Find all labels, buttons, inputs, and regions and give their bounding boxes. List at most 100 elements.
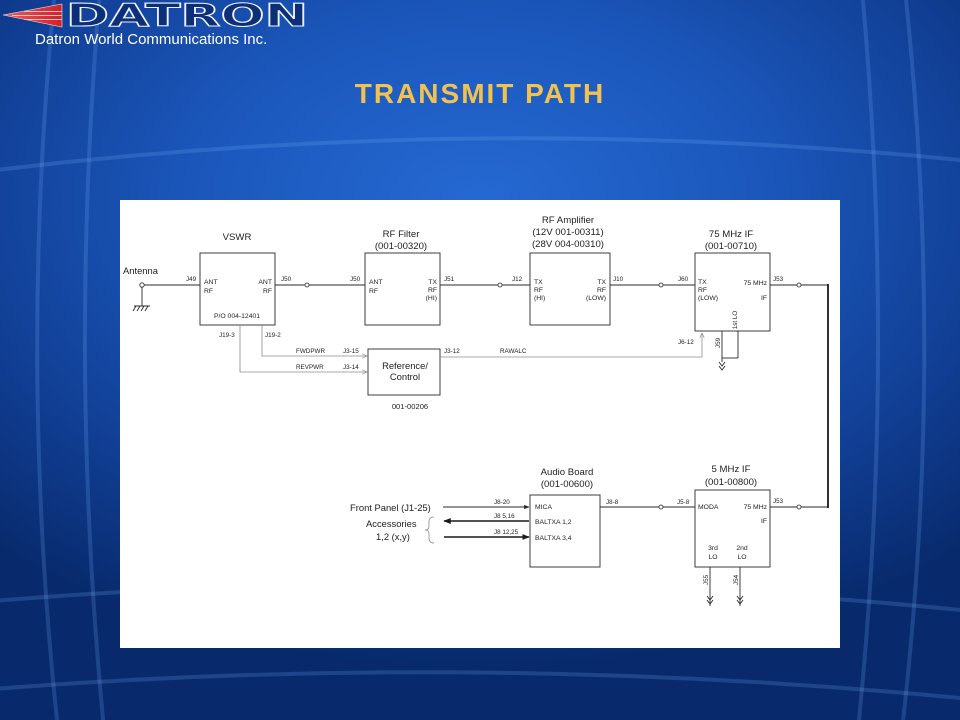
if-5mhz-title: 5 MHz IF (712, 464, 751, 475)
if-75mhz-port-label: 75 MHz (744, 280, 768, 287)
if-5mhz-box (694, 489, 771, 568)
diagram-panel: Antenna J49 VSWR ANT RF ANT RF P/O 004-1… (120, 200, 840, 648)
if-5mhz-block: 5 MHz IF (001-00800) MODA 75 MHz IF 3rd … (694, 464, 771, 606)
connector-label: J50 (281, 276, 292, 283)
rf-filter-port-label: (HI) (426, 295, 437, 302)
cable-connector (796, 282, 802, 288)
vswr-port-label: RF (204, 288, 213, 295)
connector-label: J12 (512, 276, 523, 283)
accessories-brace (424, 516, 435, 544)
background-arc (0, 136, 960, 172)
connector-label: J49 (186, 276, 197, 283)
rf-filter-port-label: RF (369, 288, 378, 295)
if-75mhz-box (694, 252, 771, 332)
vswr-port-label: RF (263, 288, 272, 295)
logo-emblem (2, 3, 63, 28)
if-75mhz-port-label: IF (761, 295, 767, 302)
connector-label: J50 (350, 276, 361, 283)
if-5mhz-port-label: 75 MHz (744, 504, 768, 511)
connector-label: J6-12 (678, 339, 694, 346)
connector-label: J8 5,16 (494, 513, 515, 520)
rf-filter-port-label: TX (428, 279, 437, 286)
connector-label: J53 (773, 276, 784, 283)
rawalc-line (440, 333, 702, 358)
rf-filter-block: RF Filter (001-00320) ANT RF TX RF (HI) (364, 229, 441, 326)
if-5mhz-port-label: MODA (698, 504, 719, 511)
transmit-path-diagram: Antenna J49 VSWR ANT RF ANT RF P/O 004-1… (123, 215, 829, 606)
connector-label: J59 (715, 337, 722, 348)
connector-label: J19-2 (265, 332, 281, 339)
front-panel-label: Front Panel (J1-25) (350, 502, 431, 513)
cable-connector (658, 282, 664, 288)
lo-connector-icon (706, 595, 714, 605)
connector-label: J8-20 (494, 499, 510, 506)
reference-control-box (367, 348, 441, 396)
audio-board-title: Audio Board (541, 467, 594, 478)
signal-label: REVPWR (296, 364, 324, 371)
if-75mhz-lo-label: 1st LO (732, 311, 739, 330)
datron-logo: DATRON (2, 0, 309, 32)
rf-amplifier-part-number: (28V 004-00310) (532, 239, 604, 250)
connector-label: J53 (773, 498, 784, 505)
connector-label: J3-12 (444, 348, 460, 355)
connector-label: J3-14 (343, 364, 359, 371)
rf-filter-box (364, 252, 441, 326)
accessories-sub-label: 1,2 (x,y) (376, 531, 410, 542)
lo-connector-icon (718, 361, 726, 371)
rf-amplifier-port-label: RF (597, 287, 606, 294)
if-75mhz-block: 75 MHz IF (001-00710) TX RF (LOW) 75 MHz… (694, 229, 771, 371)
rf-amplifier-title: RF Amplifier (542, 215, 595, 226)
connector-label: J8-8 (606, 499, 619, 506)
audio-board-port-label: BALTXA 3,4 (535, 535, 572, 542)
cable-connector (304, 282, 310, 288)
rf-amplifier-block: RF Amplifier (12V 001-00311) (28V 004-00… (529, 215, 611, 326)
if-75mhz-port-label: (LOW) (698, 295, 718, 302)
antenna-label: Antenna (123, 265, 159, 276)
cable-connector (796, 504, 802, 510)
company-name: Datron World Communications Inc. (35, 31, 268, 48)
vswr-port-label: ANT (204, 279, 218, 286)
vswr-title: VSWR (223, 232, 252, 243)
connector-label: J19-3 (219, 332, 235, 339)
slide-title: TRANSMIT PATH (354, 78, 606, 109)
background-arc (0, 670, 960, 701)
audio-board-box (529, 494, 601, 568)
accessories-label: Accessories (366, 518, 417, 529)
rf-amplifier-port-label: (LOW) (586, 295, 606, 302)
vswr-block: VSWR ANT RF ANT RF P/O 004-12401 J19-3 J… (199, 232, 281, 339)
audio-board-block: Audio Board (001-00600) MICA BALTXA 1,2 … (529, 467, 601, 568)
antenna: Antenna J49 (123, 265, 200, 312)
antenna-connector (139, 282, 145, 288)
rf-amplifier-port-label: (HI) (534, 295, 545, 302)
reference-control-part-number: 001-00206 (392, 402, 428, 411)
if-5mhz-port-label: IF (761, 518, 767, 525)
if-5mhz-part-number: (001-00800) (705, 477, 757, 488)
if-5mhz-lo-label: LO (737, 554, 746, 561)
audio-board-port-label: BALTXA 1,2 (535, 519, 572, 526)
rf-amplifier-port-label: TX (534, 279, 543, 286)
signal-label: FWDPWR (296, 348, 325, 355)
ground-icon (132, 305, 150, 312)
reference-control-title: Control (390, 371, 420, 382)
vswr-box (199, 252, 276, 326)
connector-label: J3-15 (343, 348, 359, 355)
revpwr-line (239, 325, 367, 372)
if-5mhz-lo-label: 2nd (736, 545, 748, 552)
connector-label: J60 (678, 276, 689, 283)
background-arc (901, 0, 927, 720)
background-arc (856, 0, 881, 720)
rf-filter-part-number: (001-00320) (375, 241, 427, 252)
connector-label: J5-8 (677, 499, 690, 506)
rf-filter-port-label: RF (428, 287, 437, 294)
cable-connector (658, 504, 664, 510)
rf-amplifier-port-label: RF (534, 287, 543, 294)
cable-connector (497, 282, 503, 288)
audio-board-port-label: MICA (535, 504, 552, 511)
rf-amplifier-part-number: (12V 001-00311) (532, 227, 603, 238)
audio-board-part-number: (001-00600) (541, 479, 593, 490)
rf-filter-title: RF Filter (383, 229, 421, 240)
connector-label: J51 (444, 276, 455, 283)
logo-wordmark: DATRON (66, 0, 308, 32)
fwdpwr-line (261, 325, 367, 356)
vswr-port-label: ANT (258, 279, 272, 286)
